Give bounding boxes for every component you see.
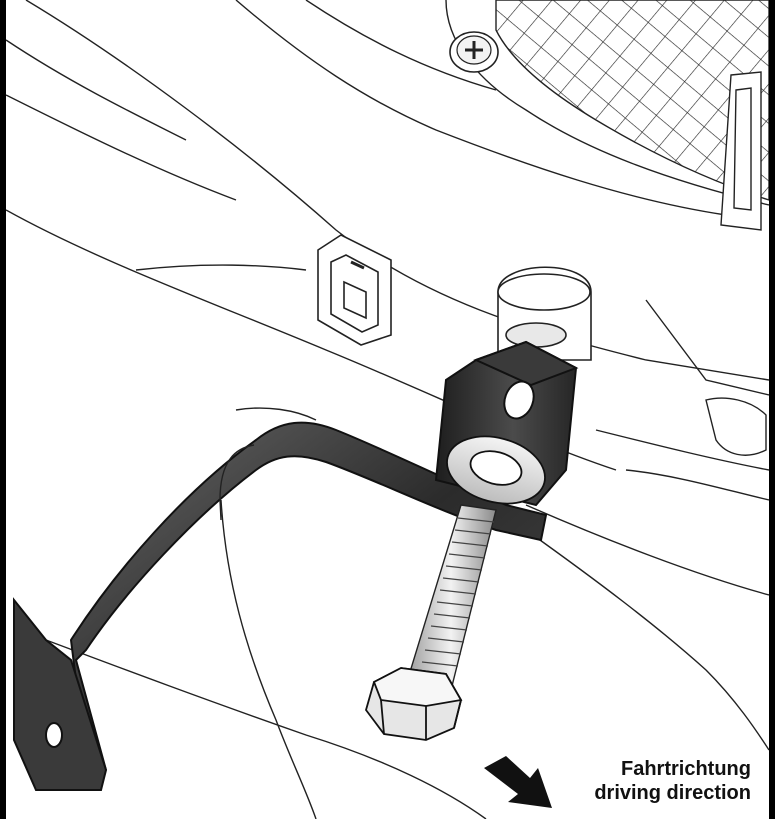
caption-german: Fahrtrichtung (621, 758, 751, 780)
threaded-bolt (405, 504, 497, 691)
side-latch (720, 71, 762, 231)
mounting-bracket (13, 421, 548, 791)
hex-bolt-head-icon (365, 667, 463, 741)
mesh-grille (445, 0, 769, 206)
vehicle-body-lines (6, 0, 769, 819)
panel-clip (317, 234, 392, 346)
direction-caption: Fahrtrichtung driving direction (594, 757, 751, 805)
direction-arrow-icon (484, 756, 552, 808)
phillips-screw-icon (449, 31, 499, 73)
mounting-diagram (6, 0, 769, 819)
caption-english: driving direction (594, 782, 751, 804)
washer (446, 435, 546, 505)
mounting-boss (497, 266, 592, 361)
